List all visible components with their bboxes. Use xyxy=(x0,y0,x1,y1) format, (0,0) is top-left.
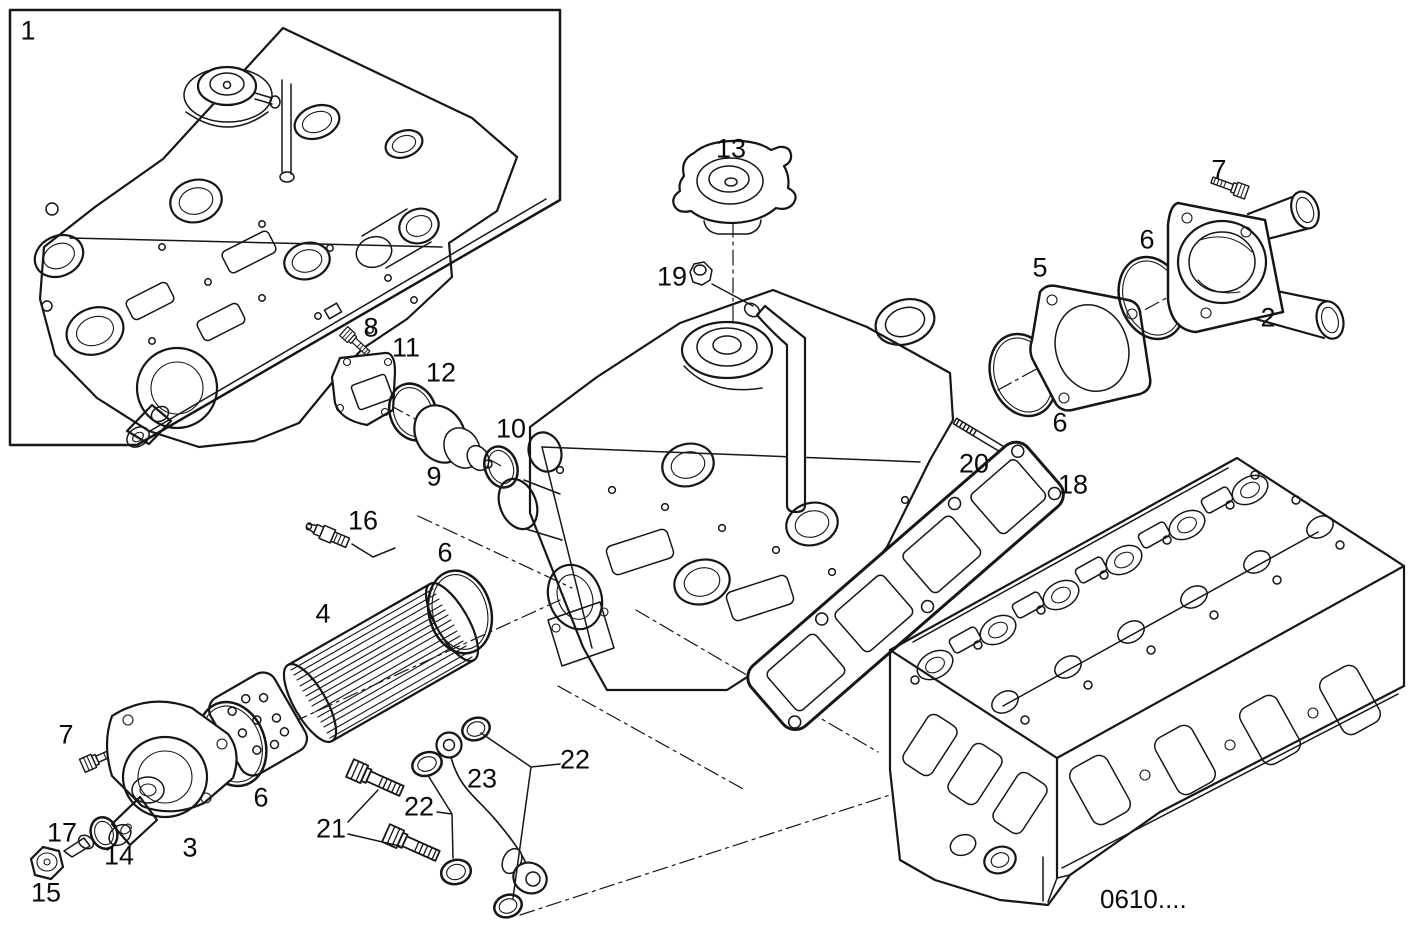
cylinder-head xyxy=(888,456,1406,907)
banjo-bolt-21a xyxy=(345,758,407,801)
thermostat-housing-2 xyxy=(1166,190,1345,340)
fitting-16 xyxy=(305,522,351,549)
oil-cooler-core xyxy=(282,581,480,744)
washer-17 xyxy=(63,834,95,858)
oil-pipe-group xyxy=(345,716,561,919)
coolant-manifold xyxy=(497,288,955,692)
inset-assembled-view xyxy=(8,8,562,449)
seal-ring-10 xyxy=(483,445,519,489)
head-front-face xyxy=(902,713,1048,902)
part-code: 0610.... xyxy=(1100,884,1187,914)
plug-19 xyxy=(689,261,754,307)
bolt-7-upper xyxy=(1209,172,1250,200)
sealing-washers-22 xyxy=(411,716,523,919)
gasket-5 xyxy=(1029,284,1152,412)
manifold-bolt-holes xyxy=(555,465,910,595)
water-pump-3 xyxy=(105,700,238,847)
pipe-leader-lines xyxy=(347,732,561,899)
gasket-18 xyxy=(746,440,1065,732)
water-pump-group xyxy=(29,700,238,881)
inset-bolt-holes xyxy=(148,220,418,345)
outlet-housing-group xyxy=(988,172,1345,418)
head-right-face xyxy=(1061,664,1399,869)
o-ring-6-cooler xyxy=(426,569,494,655)
plug-15 xyxy=(29,845,65,881)
o-ring-14 xyxy=(89,816,119,850)
thermostat-group xyxy=(330,325,519,489)
oil-pipe-23 xyxy=(435,731,548,895)
thermostat-9 xyxy=(413,404,493,472)
radiator-cap xyxy=(672,139,797,235)
head-top-details xyxy=(910,470,1345,725)
